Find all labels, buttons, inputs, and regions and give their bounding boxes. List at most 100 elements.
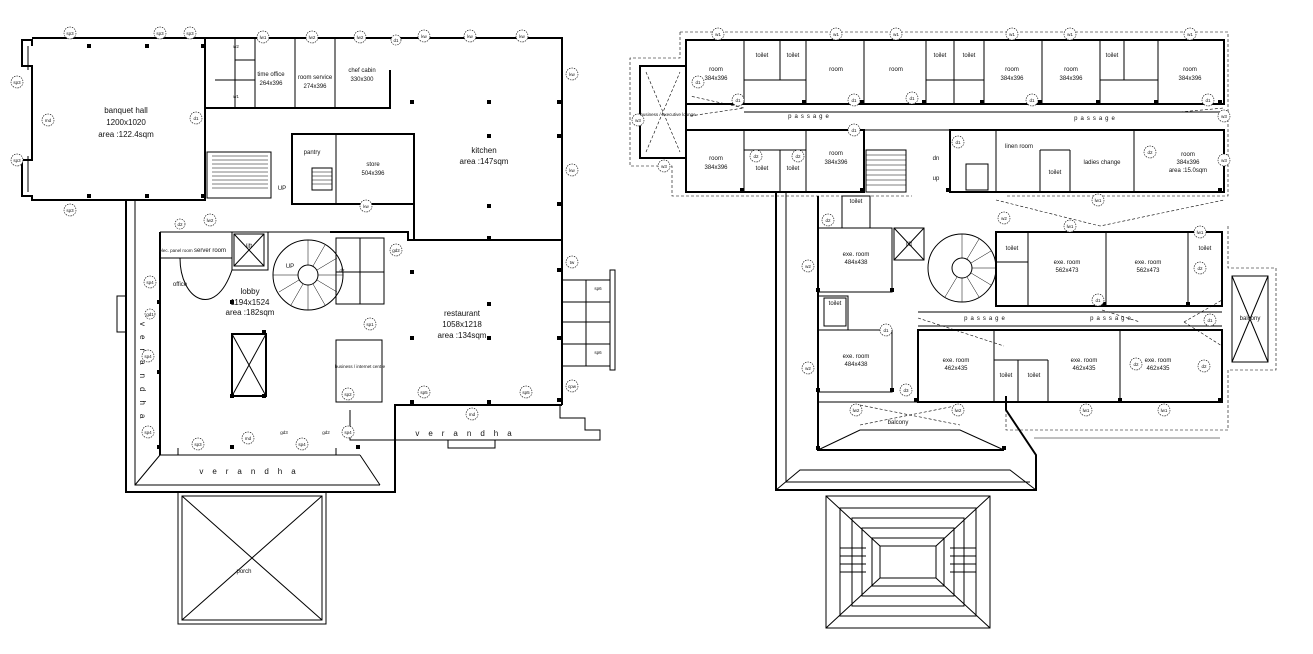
chef-cabin-size: 330x300 [350, 77, 374, 83]
time-office-size: 264x396 [259, 81, 283, 87]
porch-label: porch [236, 569, 251, 575]
room-label: room [1064, 67, 1078, 73]
verandha-right-label: verandha [415, 429, 520, 438]
tag-label: sp4 [144, 430, 152, 435]
stair-up-label: UP [278, 186, 286, 192]
room-label: room [889, 67, 903, 73]
restaurant-label: restaurant [444, 309, 481, 318]
exe-room-label: exe. room [843, 252, 870, 258]
tag-label: lw1 [260, 35, 267, 40]
first-floor-tags [631, 27, 1231, 417]
exe-room-size: 462x435 [1072, 366, 1096, 372]
tag-label: kw [421, 34, 427, 39]
tag-label: d1 [851, 128, 857, 133]
verandha-front-label: verandha [199, 467, 304, 476]
room-size: 384x396 [1178, 76, 1202, 82]
tag-label: kw [569, 168, 575, 173]
room-size: 384x396 [704, 76, 728, 82]
ground-floor-columns [87, 44, 561, 449]
tag-label: w1 [1009, 32, 1015, 37]
kitchen-label: kitchen [471, 146, 496, 155]
tag-label: sp3 [13, 80, 21, 85]
room-label: room [829, 67, 843, 73]
room-label: room [1181, 152, 1195, 158]
tag-label: tw [570, 260, 575, 265]
exe-room-label: exe. room [1071, 358, 1098, 364]
room-size: 384x396 [1176, 160, 1200, 166]
pantry-label: pantry [304, 150, 321, 156]
lobby-area: area :182sqm [226, 308, 275, 317]
tag-label: d1 [883, 328, 889, 333]
exe-room-size: 462x435 [1146, 366, 1170, 372]
tag-label: w3 [1221, 158, 1227, 163]
lobby-size: 1194x1524 [231, 298, 271, 307]
room-label: room [1183, 67, 1197, 73]
tag-label: d2 [1197, 266, 1203, 271]
lobby-label: lobby [240, 287, 259, 296]
toilet-label: toilet [787, 53, 800, 59]
tag-label: lw1 [1197, 230, 1204, 235]
room-label: room [709, 67, 723, 73]
exe-room-label: exe. room [943, 358, 970, 364]
stair-dn-label: dn [933, 156, 940, 162]
tag-label: gd2 [392, 248, 400, 253]
tag-label: w3 [1221, 114, 1227, 119]
tag-label: sp3 [156, 31, 164, 36]
exe-room-size: 484x438 [844, 260, 868, 266]
tag-label: d1 [393, 38, 399, 43]
room-label: room [709, 156, 723, 162]
restaurant-area: area :134sqm [438, 331, 487, 340]
tag-label: d2 [177, 222, 183, 227]
tag-label: d1 [695, 80, 701, 85]
business-centre-label: business / internet centre [335, 364, 386, 369]
ground-floor-plan [10, 26, 616, 625]
first-floor-columns [740, 100, 1222, 450]
tag-label: w1 [715, 32, 721, 37]
tag-label: gd1 [146, 312, 154, 317]
tag-label: sp6 [594, 286, 602, 291]
tag-label: w1 [833, 32, 839, 37]
tag-label: d3 [903, 388, 909, 393]
tag-label: d2 [825, 218, 831, 223]
tag-label: d1 [909, 96, 915, 101]
server-room-label: server room [194, 248, 226, 254]
tag-label: lw2 [853, 408, 860, 413]
ladies-change-label: ladies change [1083, 160, 1121, 166]
exe-room-size: 484x438 [844, 362, 868, 368]
toilet-label: toilet [934, 53, 947, 59]
exe-room-size: 462x435 [944, 366, 968, 372]
tag-label: d2 [1133, 362, 1139, 367]
tag-label: d1 [735, 98, 741, 103]
tag-label: d2 [339, 268, 345, 273]
tag-label: kw [569, 72, 575, 77]
first-floor-plan [629, 27, 1277, 629]
tag-label: cpw [568, 384, 577, 389]
tag-label: sp3 [13, 158, 21, 163]
passage-label: passage [964, 316, 1008, 322]
tag-label: d2 [753, 154, 759, 159]
tag-label: lw1 [1161, 408, 1168, 413]
tag-label: sp4 [144, 354, 152, 359]
tag-label: w3 [661, 164, 667, 169]
tag-label: d2 [795, 154, 801, 159]
tag-label: kw [363, 204, 369, 209]
passage-label: passage [788, 114, 832, 120]
passage-label: passage [1074, 116, 1118, 122]
room-size: 384x396 [1000, 76, 1024, 82]
kitchen-area: area :147sqm [460, 157, 509, 166]
tag-label: sp4 [298, 442, 306, 447]
exe-room-label: exe. room [1135, 260, 1162, 266]
tag-label: md [469, 412, 476, 417]
toilet-label: toilet [1006, 246, 1019, 252]
tag-label: d1 [851, 98, 857, 103]
tag-label: d2 [1201, 364, 1207, 369]
lift-label: lift [246, 244, 252, 250]
toilet-label: toilet [1000, 373, 1013, 379]
tag-label: d1 [193, 116, 199, 121]
toilet-label: toilet [1106, 53, 1119, 59]
room-service-size: 274x396 [303, 84, 327, 90]
room-service-label: room service [298, 75, 333, 81]
toilet-label: toilet [963, 53, 976, 59]
room-size: 384x396 [1059, 76, 1083, 82]
tag-label: w2 [233, 44, 239, 49]
